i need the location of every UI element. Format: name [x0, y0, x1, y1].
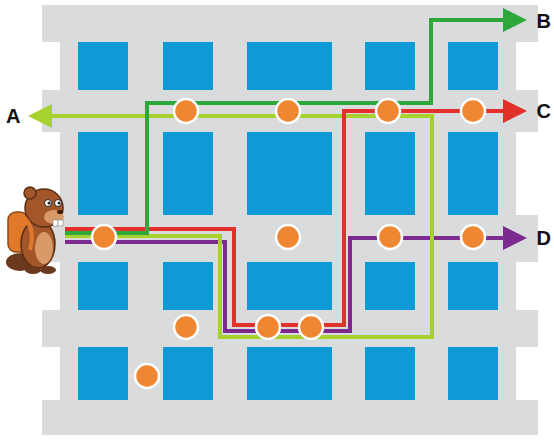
destination-label: A — [6, 106, 20, 126]
destination-label: D — [537, 228, 551, 248]
city-block — [78, 42, 498, 400]
destination-label: B — [537, 11, 551, 31]
orange-dot — [92, 99, 485, 388]
destination-label: C — [537, 101, 551, 121]
street-ground — [42, 5, 538, 435]
beaver — [6, 187, 64, 274]
route — [40, 20, 515, 337]
map-margin — [42, 42, 538, 400]
